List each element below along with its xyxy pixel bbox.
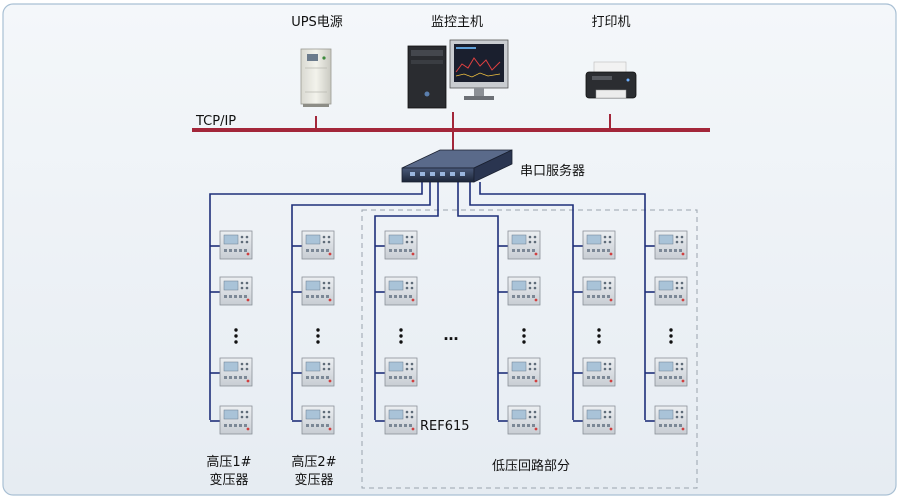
more-columns-ellipsis: … — [444, 326, 459, 344]
hv1-transformer-label-line1: 高压1# — [206, 454, 251, 470]
ups-cabinet-icon — [300, 48, 332, 107]
serial-server-label: 串口服务器 — [520, 163, 585, 179]
protection-relay-icon — [384, 230, 418, 260]
protection-relay-icon — [301, 357, 335, 387]
protection-relay-icon — [507, 357, 541, 387]
hv1-transformer-label-line2: 变压器 — [209, 472, 248, 488]
more-devices-dot — [399, 340, 403, 344]
tcp-ip-label: TCP/IP — [195, 114, 236, 129]
protection-relay-icon — [301, 230, 335, 260]
protection-relay-icon — [654, 276, 688, 306]
serial-line-lv1 — [374, 182, 439, 420]
protection-relay-icon — [384, 276, 418, 306]
more-devices-dot — [316, 328, 320, 332]
more-devices-dot — [597, 328, 601, 332]
more-devices-dot — [399, 334, 403, 338]
hv2-transformer-label-line2: 变压器 — [294, 472, 333, 488]
more-devices-dot — [522, 328, 526, 332]
protection-relay-icon — [582, 230, 616, 260]
protection-relay-icon — [301, 276, 335, 306]
printer-label: 打印机 — [591, 15, 630, 30]
serial-line-lv3 — [469, 182, 574, 420]
protection-relay-icon — [507, 405, 541, 435]
serial-line-lv2 — [457, 182, 499, 420]
more-devices-dot — [399, 328, 403, 332]
more-devices-dot — [669, 334, 673, 338]
protection-relay-icon — [301, 405, 335, 435]
protection-relay-icon — [582, 405, 616, 435]
hv2-transformer-label-line1: 高压2# — [291, 454, 336, 470]
protection-relay-icon — [654, 230, 688, 260]
protection-relay-icon — [507, 230, 541, 260]
protection-relay-icon — [582, 357, 616, 387]
protection-relay-icon — [654, 405, 688, 435]
serial-line-hv2 — [291, 182, 431, 420]
more-devices-dot — [316, 334, 320, 338]
more-devices-dot — [234, 328, 238, 332]
serial-line-lv4 — [479, 182, 646, 420]
more-devices-dot — [522, 340, 526, 344]
protection-relay-icon — [384, 405, 418, 435]
more-devices-dot — [522, 334, 526, 338]
more-devices-dot — [597, 334, 601, 338]
protection-relay-icon — [582, 276, 616, 306]
low-voltage-group-label: 低压回路部分 — [492, 458, 570, 474]
more-devices-dot — [234, 340, 238, 344]
protection-relay-icon — [384, 357, 418, 387]
serial-line-hv1 — [209, 182, 423, 420]
device-model-label: REF615 — [420, 419, 470, 434]
more-devices-dot — [669, 328, 673, 332]
host-label: 监控主机 — [431, 15, 483, 30]
protection-relay-icon — [654, 357, 688, 387]
more-devices-dot — [597, 340, 601, 344]
protection-relay-icon — [219, 230, 253, 260]
more-devices-dot — [234, 334, 238, 338]
more-devices-dot — [316, 340, 320, 344]
protection-relay-icon — [219, 357, 253, 387]
network-switch-icon — [401, 149, 513, 183]
protection-relay-icon — [507, 276, 541, 306]
protection-relay-icon — [219, 276, 253, 306]
protection-relay-icon — [219, 405, 253, 435]
printer-icon — [585, 61, 637, 99]
device-stacks — [210, 230, 688, 435]
serial-lines — [209, 182, 646, 420]
computer-workstation-icon — [407, 39, 509, 109]
ups-label: UPS电源 — [291, 15, 343, 30]
more-devices-dot — [669, 340, 673, 344]
